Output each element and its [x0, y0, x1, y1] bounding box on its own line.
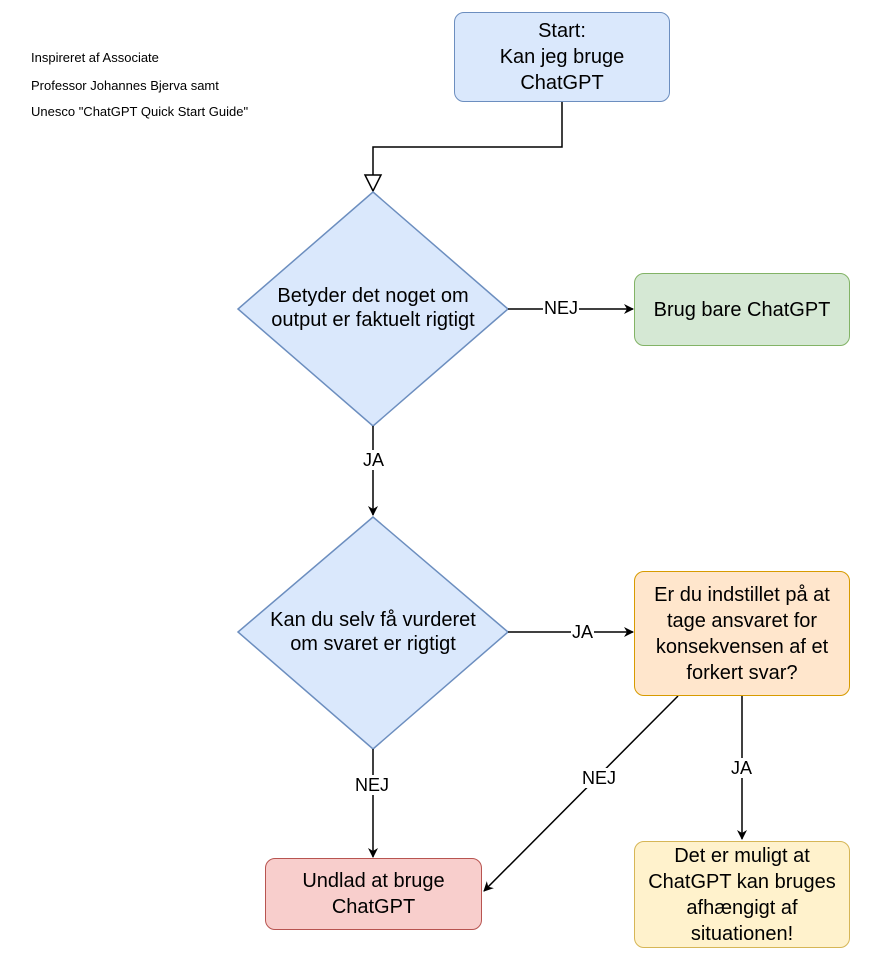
responsibility-node: Er du indstillet på at tage ansvaret for…	[634, 571, 850, 696]
use-chatgpt-node: Brug bare ChatGPT	[634, 273, 850, 346]
edge-responsibility-no	[483, 695, 679, 892]
hollow-arrowhead	[363, 174, 383, 193]
edge-label-output-yes: JA	[362, 450, 386, 470]
edge-label-responsibility-no: NEJ	[581, 768, 618, 788]
edge-label-evaluate-yes: JA	[571, 622, 595, 642]
attribution-line-2: Professor Johannes Bjerva samt	[31, 78, 219, 93]
start-node: Start: Kan jeg bruge ChatGPT	[454, 12, 670, 102]
attribution-line-1: Inspireret af Associate	[31, 50, 159, 65]
edge-start-to-output	[372, 101, 563, 176]
attribution-line-3: Unesco "ChatGPT Quick Start Guide"	[31, 104, 249, 119]
avoid-chatgpt-node: Undlad at bruge ChatGPT	[265, 858, 482, 930]
decision-evaluate-text: Kan du selv få vurderet om svaret er rig…	[270, 609, 476, 655]
possible-node: Det er muligt at ChatGPT kan bruges afhæ…	[634, 841, 850, 948]
edge-label-output-no: NEJ	[543, 298, 580, 318]
decision-output-text: Betyder det noget om output er faktuelt …	[271, 285, 475, 331]
edge-label-evaluate-no: NEJ	[354, 775, 391, 795]
edge-label-responsibility-yes: JA	[730, 758, 754, 778]
